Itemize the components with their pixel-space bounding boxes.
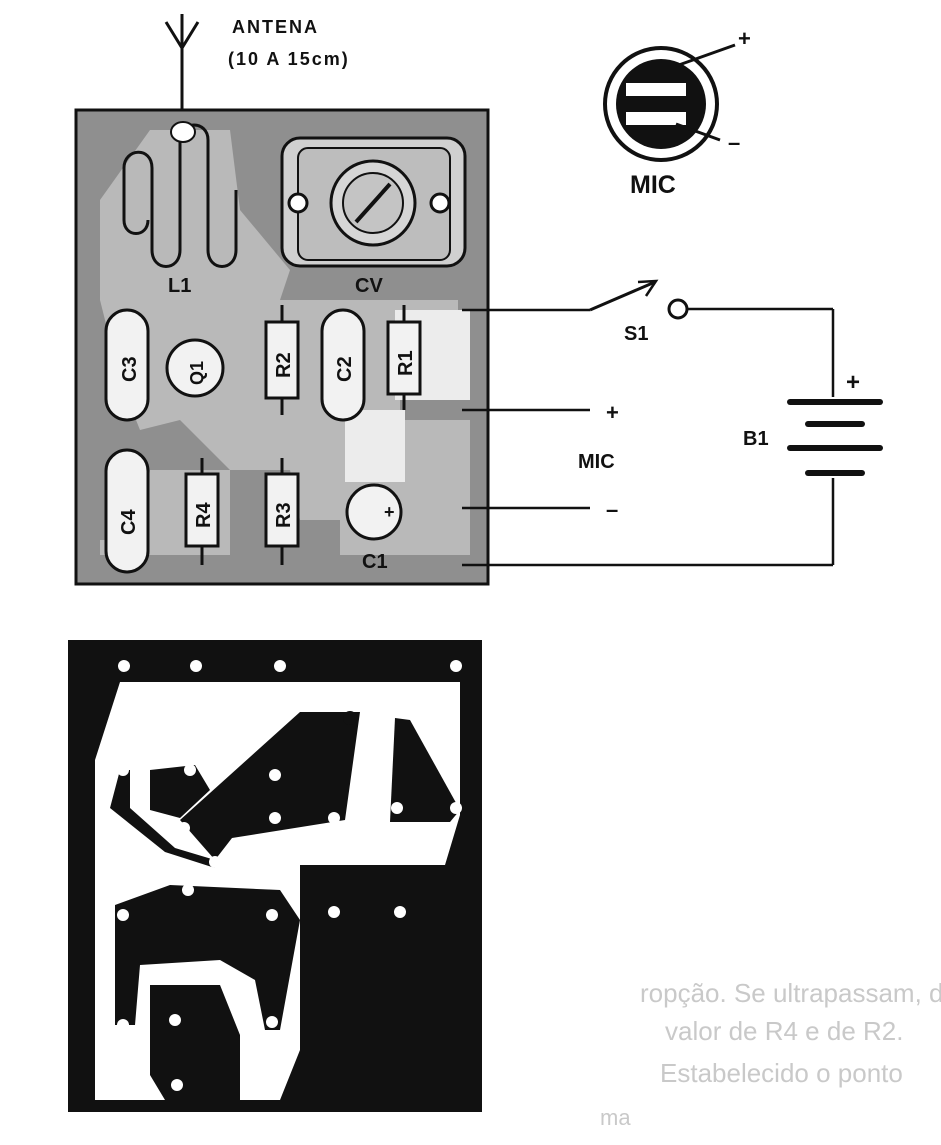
battery-B1 xyxy=(787,399,883,476)
label-C3: C3 xyxy=(119,356,141,382)
copper-island-1 xyxy=(180,712,360,860)
mic-symbol xyxy=(603,43,736,162)
label-C1-plus: + xyxy=(384,502,395,522)
external-wiring xyxy=(462,279,835,567)
label-R2: R2 xyxy=(273,352,295,378)
label-mic: MIC xyxy=(578,451,615,473)
pad-clearance xyxy=(345,410,405,482)
label-R4: R4 xyxy=(193,502,215,528)
bg-text-line-2: valor de R4 e de R2. xyxy=(665,1016,903,1046)
antenna-length-label: (10 A 15cm) xyxy=(228,49,350,69)
label-B1-plus: + xyxy=(846,369,860,396)
copper-island-3 xyxy=(150,765,210,818)
capacitor-C3 xyxy=(104,308,150,422)
capacitor-C1 xyxy=(345,483,403,541)
coil-L1 xyxy=(122,121,238,268)
trimmer-CV xyxy=(280,136,467,268)
copper-ground xyxy=(300,905,460,1100)
label-S1: S1 xyxy=(624,323,648,345)
antenna-icon xyxy=(164,21,200,51)
resistor-R2 xyxy=(264,320,300,400)
label-C4: C4 xyxy=(118,509,140,535)
mic-minus-label: – xyxy=(728,130,740,155)
capacitor-C4 xyxy=(104,448,150,574)
mic-title: MIC xyxy=(630,171,676,199)
mic-plus-label: + xyxy=(738,26,751,51)
label-R1: R1 xyxy=(395,350,417,376)
resistor-R3 xyxy=(264,472,300,548)
label-L1: L1 xyxy=(168,275,191,297)
label-mic-minus: – xyxy=(606,497,618,522)
bg-text-line-4: ma xyxy=(600,1105,631,1130)
copper-island-2 xyxy=(390,718,460,822)
copper-trace-left xyxy=(110,770,215,868)
label-R3: R3 xyxy=(273,502,295,528)
antenna-label: ANTENA xyxy=(232,17,319,37)
background-text: ropção. Se ultrapassam, dim valor de R4 … xyxy=(600,978,941,1130)
copper-board xyxy=(68,640,482,1112)
bg-text-line-3: Estabelecido o ponto xyxy=(660,1058,903,1088)
bg-text-line-1: ropção. Se ultrapassam, dim xyxy=(640,978,941,1008)
resistor-R1 xyxy=(386,320,422,396)
copper-trace-bottom xyxy=(165,1015,180,1090)
label-Q1: Q1 xyxy=(187,361,207,385)
label-mic-plus: + xyxy=(606,400,619,425)
capacitor-C2 xyxy=(320,308,366,422)
pcb-pads xyxy=(117,660,462,1091)
switch-S1-contact xyxy=(667,298,689,320)
resistor-R4 xyxy=(184,472,220,548)
label-CV: CV xyxy=(355,275,383,297)
copper-island-4 xyxy=(115,885,300,1030)
label-C2: C2 xyxy=(334,356,356,382)
antenna xyxy=(164,14,200,120)
label-B1: B1 xyxy=(743,428,769,450)
transistor-Q1 xyxy=(165,338,225,398)
label-C1: C1 xyxy=(362,551,388,573)
